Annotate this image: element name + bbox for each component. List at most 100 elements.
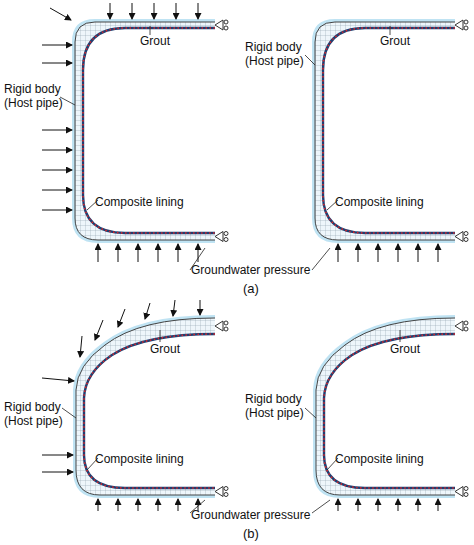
support-symbol <box>215 20 228 242</box>
support-symbol <box>224 487 228 491</box>
pressure-arrow <box>358 244 359 262</box>
leader-line <box>390 26 391 35</box>
pressure-arrow <box>173 300 175 316</box>
support-symbol <box>224 26 228 30</box>
pressure-arrow <box>110 3 111 19</box>
support-symbol <box>224 238 228 242</box>
pressure-arrow <box>118 244 119 262</box>
part-label: Rigid body (Host pipe) <box>4 400 72 428</box>
part-label: Rigid body (Host pipe) <box>4 82 72 110</box>
pressure-arrow <box>80 336 82 357</box>
leader-line <box>400 330 401 342</box>
composite-lining <box>83 28 215 233</box>
section-b <box>316 318 468 497</box>
part-label: Rigid body (Host pipe) <box>245 40 313 68</box>
pressure-arrow <box>154 3 155 19</box>
pressure-arrow <box>398 244 399 262</box>
pressure-arrow <box>42 63 72 64</box>
pressure-arrow <box>176 3 177 19</box>
support-symbol <box>215 321 228 497</box>
load-label: Groundwater pressure <box>191 263 310 277</box>
pressure-arrow <box>42 130 72 131</box>
pressure-arrow <box>42 45 72 46</box>
pressure-arrow <box>138 499 139 511</box>
groundwater-halo <box>75 22 215 240</box>
part-label: Grout <box>380 34 410 48</box>
part-label: Composite lining <box>335 452 424 466</box>
pressure-arrow <box>158 499 159 511</box>
support-symbol <box>215 321 223 331</box>
leader-line <box>160 330 161 342</box>
pressure-arrow <box>398 499 399 511</box>
leader-line <box>305 55 315 65</box>
pressure-arrow <box>95 320 103 340</box>
leader-line <box>312 500 330 513</box>
pressure-arrow <box>98 244 99 262</box>
pressure-arrow <box>438 244 439 262</box>
support-symbol <box>224 493 228 497</box>
leader-line <box>62 408 76 418</box>
pressure-arrow <box>178 499 179 511</box>
leader-line <box>60 26 400 513</box>
leader-line <box>150 26 151 35</box>
pressure-arrow <box>378 244 379 262</box>
pressure-arrow <box>138 244 139 262</box>
pressure-arrow <box>118 499 119 511</box>
pressure-arrow <box>158 244 159 262</box>
pressure-arrow <box>200 300 201 315</box>
pressure-arrow <box>438 499 439 511</box>
support-symbol <box>224 327 228 331</box>
composite-lining <box>84 334 215 488</box>
part-label: Composite lining <box>95 452 184 466</box>
leader-line <box>312 248 330 270</box>
part-label: Rigid body (Host pipe) <box>245 392 313 420</box>
pressure-arrow <box>418 499 419 511</box>
support-symbol <box>215 232 223 242</box>
composite-lining <box>84 334 215 488</box>
part-label: Grout <box>140 34 170 48</box>
grout-mesh <box>75 22 215 240</box>
pressure-arrow <box>338 499 339 511</box>
composite-lining <box>83 28 215 233</box>
host-pipe <box>75 22 215 240</box>
pressure-arrow <box>42 455 73 456</box>
pressure-arrow <box>378 499 379 511</box>
pressure-arrow <box>358 499 359 511</box>
pressure-arrow <box>198 3 199 19</box>
part-label: Grout <box>390 342 420 356</box>
subfigure-label: (b) <box>243 527 259 541</box>
support-symbol <box>224 20 228 24</box>
groundwater-halo <box>76 318 215 495</box>
section-b <box>76 318 228 497</box>
support-symbol <box>224 321 228 325</box>
pressure-arrow <box>42 300 438 511</box>
support-symbol <box>215 487 223 497</box>
subfigure-label: (a) <box>243 282 259 296</box>
pressure-arrow <box>42 170 72 171</box>
host-pipe <box>76 318 215 495</box>
part-label: Composite lining <box>95 195 184 209</box>
pressure-arrow <box>42 150 72 151</box>
pressure-arrow <box>42 3 438 262</box>
pressure-arrow <box>132 3 133 19</box>
part-label: Grout <box>150 342 180 356</box>
pressure-arrow <box>338 244 339 262</box>
pressure-arrow <box>42 378 74 381</box>
part-label: Composite lining <box>335 195 424 209</box>
support-symbol <box>215 20 223 30</box>
pressure-arrow <box>42 210 72 211</box>
support-symbol <box>224 232 228 236</box>
pressure-arrow <box>98 499 99 511</box>
grout-mesh <box>76 318 215 495</box>
pressure-arrow <box>118 309 125 327</box>
pressure-arrow <box>50 8 71 20</box>
pressure-arrow <box>42 190 72 191</box>
section-a <box>75 20 228 242</box>
pressure-arrow <box>418 244 419 262</box>
section-a <box>315 20 468 242</box>
pressure-arrow <box>145 303 150 319</box>
load-label: Groundwater pressure <box>191 508 310 522</box>
pressure-arrow <box>178 244 179 262</box>
pressure-arrow <box>42 472 73 473</box>
